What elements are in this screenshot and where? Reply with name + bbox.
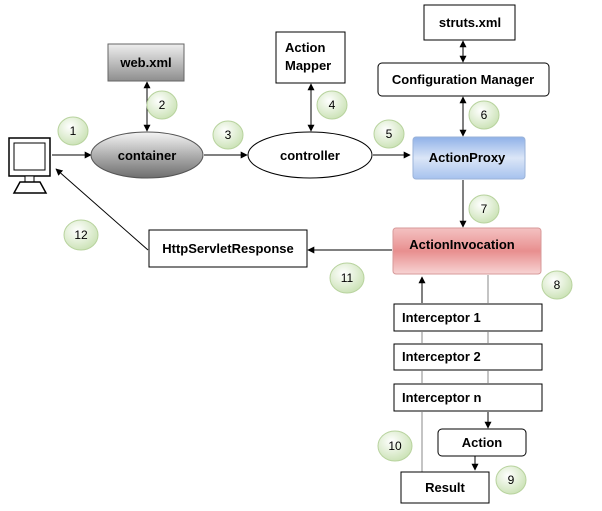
- action-mapper-label-line2: Mapper: [285, 58, 331, 73]
- interceptor-2-box: Interceptor 2: [393, 343, 543, 371]
- action-mapper-label-line1: Action: [285, 40, 326, 55]
- step-badge-9: 9: [495, 465, 527, 495]
- step-badge-6: 6: [468, 100, 500, 130]
- connectors: [52, 40, 492, 472]
- step-number: 2: [159, 98, 166, 112]
- container-node: container: [90, 131, 204, 179]
- struts-xml-label: struts.xml: [439, 15, 501, 30]
- result-label: Result: [425, 480, 465, 495]
- step-number: 12: [74, 228, 88, 242]
- step-badge-7: 7: [468, 194, 500, 224]
- action-proxy-box: ActionProxy: [412, 136, 526, 180]
- step-badge-12: 12: [63, 219, 99, 251]
- action-invocation-label: ActionInvocation: [409, 237, 515, 252]
- container-label: container: [118, 148, 177, 163]
- interceptor-2-label: Interceptor 2: [402, 349, 481, 364]
- step-badge-11: 11: [329, 262, 365, 294]
- action-proxy-label: ActionProxy: [429, 150, 506, 165]
- step-number: 6: [481, 108, 488, 122]
- step-number: 1: [70, 124, 77, 138]
- action-box: Action: [437, 428, 527, 457]
- struts-xml-box: struts.xml: [423, 4, 516, 41]
- interceptor-1-label: Interceptor 1: [402, 310, 481, 325]
- step-number: 10: [388, 439, 402, 453]
- arrow-response-to-computer: [55, 168, 149, 251]
- http-servlet-response-label: HttpServletResponse: [162, 241, 293, 256]
- action-invocation-box: ActionInvocation: [392, 227, 542, 275]
- controller-label: controller: [280, 148, 340, 163]
- step-number: 5: [386, 127, 393, 141]
- step-number: 8: [554, 278, 561, 292]
- step-badge-2: 2: [146, 90, 178, 120]
- step-badge-8: 8: [541, 270, 573, 300]
- step-number: 7: [481, 202, 488, 216]
- step-number: 4: [329, 98, 336, 112]
- controller-node: controller: [247, 131, 373, 179]
- action-mapper-box: Action Mapper: [275, 31, 346, 84]
- step-badge-10: 10: [377, 430, 413, 462]
- interceptor-n-box: Interceptor n: [393, 383, 543, 412]
- configuration-manager-label: Configuration Manager: [392, 72, 534, 87]
- computer-icon: [8, 137, 51, 194]
- step-badge-3: 3: [212, 120, 244, 150]
- step-number: 3: [225, 128, 232, 142]
- http-servlet-response-box: HttpServletResponse: [148, 229, 308, 268]
- step-badges: 1 2 3 4 5 6 7 8: [57, 90, 573, 495]
- interceptor-n-label: Interceptor n: [402, 390, 482, 405]
- step-badge-1: 1: [57, 116, 89, 146]
- web-xml-box: web.xml: [107, 43, 185, 82]
- result-box: Result: [400, 471, 490, 504]
- step-number: 9: [508, 473, 515, 487]
- step-badge-4: 4: [316, 90, 348, 120]
- step-badge-5: 5: [373, 119, 405, 149]
- configuration-manager-box: Configuration Manager: [377, 62, 550, 97]
- web-xml-label: web.xml: [119, 55, 171, 70]
- interceptor-1-box: Interceptor 1: [393, 303, 543, 332]
- step-number: 11: [341, 271, 354, 285]
- action-label: Action: [462, 435, 503, 450]
